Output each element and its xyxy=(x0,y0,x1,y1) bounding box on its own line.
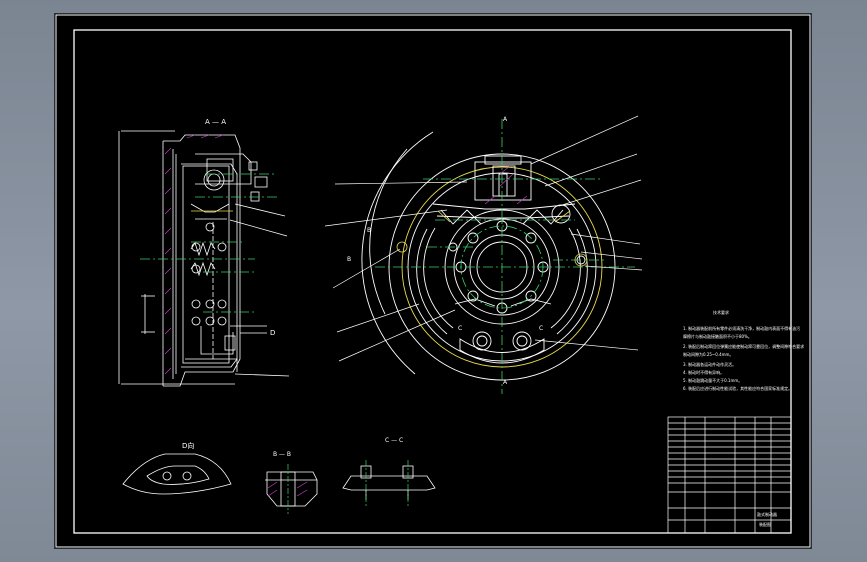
cad-drawing: A — A D xyxy=(55,14,811,548)
title-block-subname: 装配图 xyxy=(759,521,771,527)
cad-viewport[interactable]: A — A D xyxy=(54,13,812,549)
svg-text:1. 制动器装配前所有零件必须清洗干净，制动鼓内表面不得有油: 1. 制动器装配前所有零件必须清洗干净，制动鼓内表面不得有油污 xyxy=(683,325,800,331)
svg-text:制动间隙为0.25~0.4mm。: 制动间隙为0.25~0.4mm。 xyxy=(683,351,733,357)
svg-text:4. 制动时不得有异响。: 4. 制动时不得有异响。 xyxy=(683,369,724,375)
title-block-name: 鼓式制动器 xyxy=(757,511,777,517)
svg-text:摩擦片与制动鼓接触面积不小于80%。: 摩擦片与制动鼓接触面积不小于80%。 xyxy=(683,333,752,339)
front-view-leaders xyxy=(324,115,643,362)
svg-text:2. 装配后制动蹄回位弹簧应能使制动蹄可靠回位，调整间隙符合: 2. 装配后制动蹄回位弹簧应能使制动蹄可靠回位，调整间隙符合要求 xyxy=(683,343,804,349)
section-aa-hatch xyxy=(164,134,224,375)
notes-title: 技术要求 xyxy=(713,309,729,315)
svg-text:6. 装配后应进行制动性能试验，其性能应符合国家标准规定。: 6. 装配后应进行制动性能试验，其性能应符合国家标准规定。 xyxy=(683,385,792,391)
section-aa-centerlines xyxy=(140,173,277,313)
marker-c-right: C xyxy=(539,325,543,332)
section-bb-label: B — B xyxy=(273,451,291,458)
detail-d-view xyxy=(122,453,232,495)
marker-c-left: C xyxy=(458,325,462,332)
detail-d-label: D向 xyxy=(182,441,194,450)
technical-notes: 技术要求 1. 制动器装配前所有零件必须清洗干净，制动鼓内表面不得有油污 摩擦片… xyxy=(683,309,804,391)
marker-b-left: B xyxy=(367,227,371,234)
front-view-yellow-marks xyxy=(396,210,588,267)
marker-a-bottom: A xyxy=(503,379,508,386)
svg-text:5. 制动鼓跳动量不大于0.1mm。: 5. 制动鼓跳动量不大于0.1mm。 xyxy=(683,377,742,383)
svg-text:3. 制动器各运动件动作灵活。: 3. 制动器各运动件动作灵活。 xyxy=(683,361,736,367)
section-cc-view xyxy=(342,465,436,500)
inner-frame xyxy=(73,29,792,534)
title-block xyxy=(667,416,792,534)
front-view-hatch xyxy=(484,165,528,205)
section-bb-view xyxy=(265,471,318,507)
section-aa-view xyxy=(118,130,290,387)
outer-frame xyxy=(55,14,811,548)
marker-a-top: A xyxy=(503,116,508,123)
marker-b-left2: B xyxy=(347,256,351,263)
section-aa-label: A — A xyxy=(205,118,226,126)
marker-d: D xyxy=(270,329,275,337)
section-cc-label: C — C xyxy=(385,437,403,444)
front-view-centerlines xyxy=(375,119,635,394)
